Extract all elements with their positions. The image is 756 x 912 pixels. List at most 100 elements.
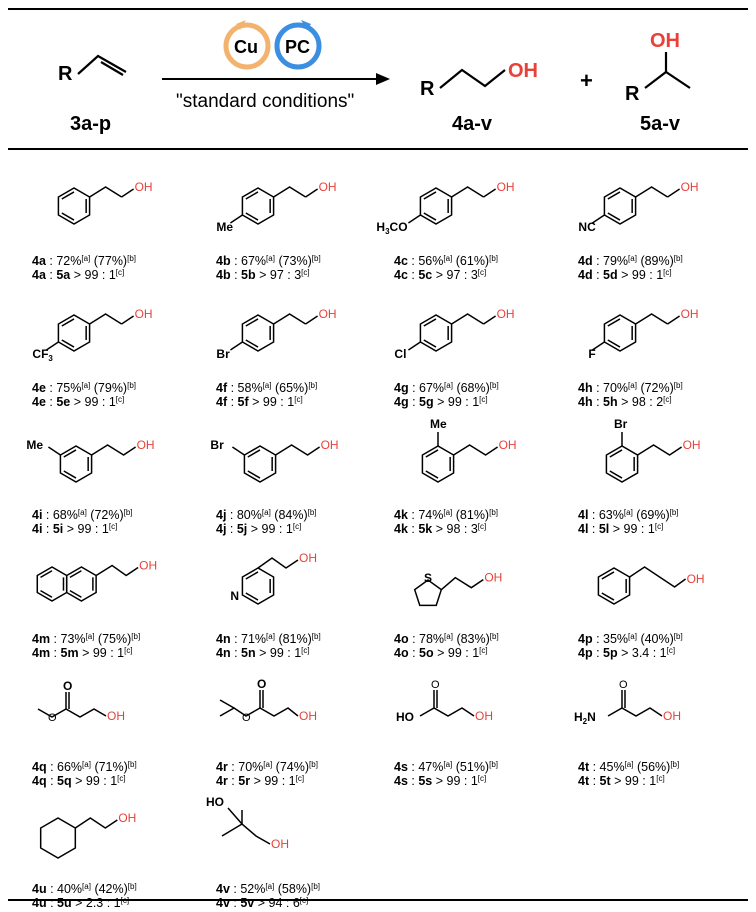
- nmr-yield: (75%): [97, 632, 132, 646]
- compound-id: 4k: [394, 522, 408, 536]
- compound-id: 4p: [578, 632, 593, 646]
- side-product-id: 5o: [419, 646, 434, 660]
- substituent-label: NC: [578, 220, 596, 234]
- footnote-c: [c]: [654, 522, 664, 531]
- footnote-a: [a]: [628, 254, 637, 263]
- footnote-a: [a]: [262, 381, 272, 390]
- side-product-id: 5v: [240, 896, 255, 910]
- substituent-label: O: [257, 677, 266, 691]
- oh-label: OH: [497, 180, 515, 194]
- plus-sign: +: [580, 68, 593, 93]
- oh-label: OH: [118, 811, 136, 825]
- oh-label: OH: [299, 551, 317, 565]
- ratio: > 98 : 2: [621, 395, 664, 409]
- substituent-label: O: [619, 679, 628, 691]
- compound-id: 4u: [32, 882, 47, 896]
- structure-drawing: OH: [39, 811, 136, 859]
- compound-id: 4l: [578, 522, 589, 536]
- yield-line: 4g : 67%[a] (68%)[b]: [394, 381, 499, 395]
- ratio: > 99 : 1: [82, 646, 125, 660]
- footnote-b: [b]: [309, 760, 318, 769]
- side-oh: OH: [650, 30, 680, 52]
- ratio: > 99 : 1: [612, 522, 655, 536]
- selectivity-line: 4b : 5b > 97 : 3[c]: [216, 268, 310, 282]
- isolated-yield: 75%: [56, 381, 82, 395]
- isolated-yield: 67%: [419, 381, 445, 395]
- ratio: > 99 : 1: [66, 522, 109, 536]
- ratio: > 99 : 1: [250, 522, 293, 536]
- yield-line: 4l : 63%[a] (69%)[b]: [578, 508, 679, 522]
- footnote-a: [a]: [82, 882, 91, 891]
- nmr-yield: (72%): [90, 508, 124, 522]
- isolated-yield: 70%: [238, 760, 264, 774]
- nmr-yield: (83%): [456, 632, 490, 646]
- footnote-c: [c]: [479, 395, 488, 404]
- nmr-yield: (40%): [640, 632, 674, 646]
- substituent-label: Me: [430, 417, 447, 431]
- compound-id: 4g: [394, 395, 409, 409]
- nmr-yield: (84%): [274, 508, 308, 522]
- isolated-yield: 78%: [419, 632, 445, 646]
- pc-catalyst: PC: [285, 37, 310, 57]
- selectivity-line: 4t : 5t > 99 : 1[c]: [578, 774, 665, 788]
- compound-id: 4q: [32, 774, 47, 788]
- yield-line: 4h : 70%[a] (72%)[b]: [578, 381, 683, 395]
- ratio: > 98 : 3: [435, 522, 478, 536]
- structure-drawing: OHF: [588, 307, 698, 361]
- substituent-label: N: [230, 589, 239, 603]
- substituent-label: H2N: [574, 710, 596, 726]
- selectivity-line: 4d : 5d > 99 : 1[c]: [578, 268, 672, 282]
- selectivity-line: 4l : 5l > 99 : 1[c]: [578, 522, 664, 536]
- substituent-label: Me: [216, 220, 233, 234]
- footnote-a: [a]: [444, 381, 453, 390]
- compound-id: 4h: [578, 381, 593, 395]
- ratio: > 99 : 1: [73, 268, 116, 282]
- isolated-yield: 80%: [236, 508, 262, 522]
- yield-line: 4q : 66%[a] (71%)[b]: [32, 760, 137, 774]
- side-product-id: 5r: [238, 774, 251, 788]
- substituent-label: HO: [396, 710, 414, 724]
- oh-label: OH: [321, 438, 339, 452]
- compound-id: 4b: [216, 268, 231, 282]
- footnote-b: [b]: [311, 254, 321, 263]
- substituent-label: Br: [614, 417, 628, 431]
- structure-drawing: OH: [597, 566, 705, 605]
- yield-line: 4e : 75%[a] (79%)[b]: [32, 381, 136, 395]
- substituent-label: O: [48, 712, 57, 724]
- selectivity-line: 4k : 5k > 98 : 3[c]: [394, 522, 487, 536]
- nmr-yield: (77%): [93, 254, 128, 268]
- footnote-c: [c]: [115, 268, 125, 277]
- structure-drawing: OH: [36, 559, 157, 602]
- footnote-a: [a]: [444, 632, 453, 641]
- isolated-yield: 67%: [241, 254, 267, 268]
- structure-drawing: OH: [57, 180, 153, 225]
- footnote-a: [a]: [81, 254, 91, 263]
- mid-rule: [8, 148, 748, 150]
- ratio: > 99 : 1: [614, 774, 657, 788]
- pc-cycle-icon: [274, 22, 322, 70]
- oh-label: OH: [475, 709, 493, 723]
- product-oh: OH: [508, 60, 538, 82]
- yield-line: 4f : 58%[a] (65%)[b]: [216, 381, 318, 395]
- yield-line: 4r : 70%[a] (74%)[b]: [216, 760, 318, 774]
- compound-id: 4o: [394, 632, 409, 646]
- compound-id: 4s: [394, 774, 408, 788]
- footnote-c: [c]: [656, 774, 665, 783]
- footnote-a: [a]: [266, 632, 275, 641]
- ratio: > 97 : 3: [435, 268, 478, 282]
- footnote-c: [c]: [292, 522, 302, 531]
- footnote-a: [a]: [82, 760, 91, 769]
- yield-line: 4n : 71%[a] (81%)[b]: [216, 632, 321, 646]
- reaction-arrow-icon: [376, 73, 390, 85]
- compound-id: 4q: [32, 760, 47, 774]
- yield-line: 4i : 68%[a] (72%)[b]: [32, 508, 133, 522]
